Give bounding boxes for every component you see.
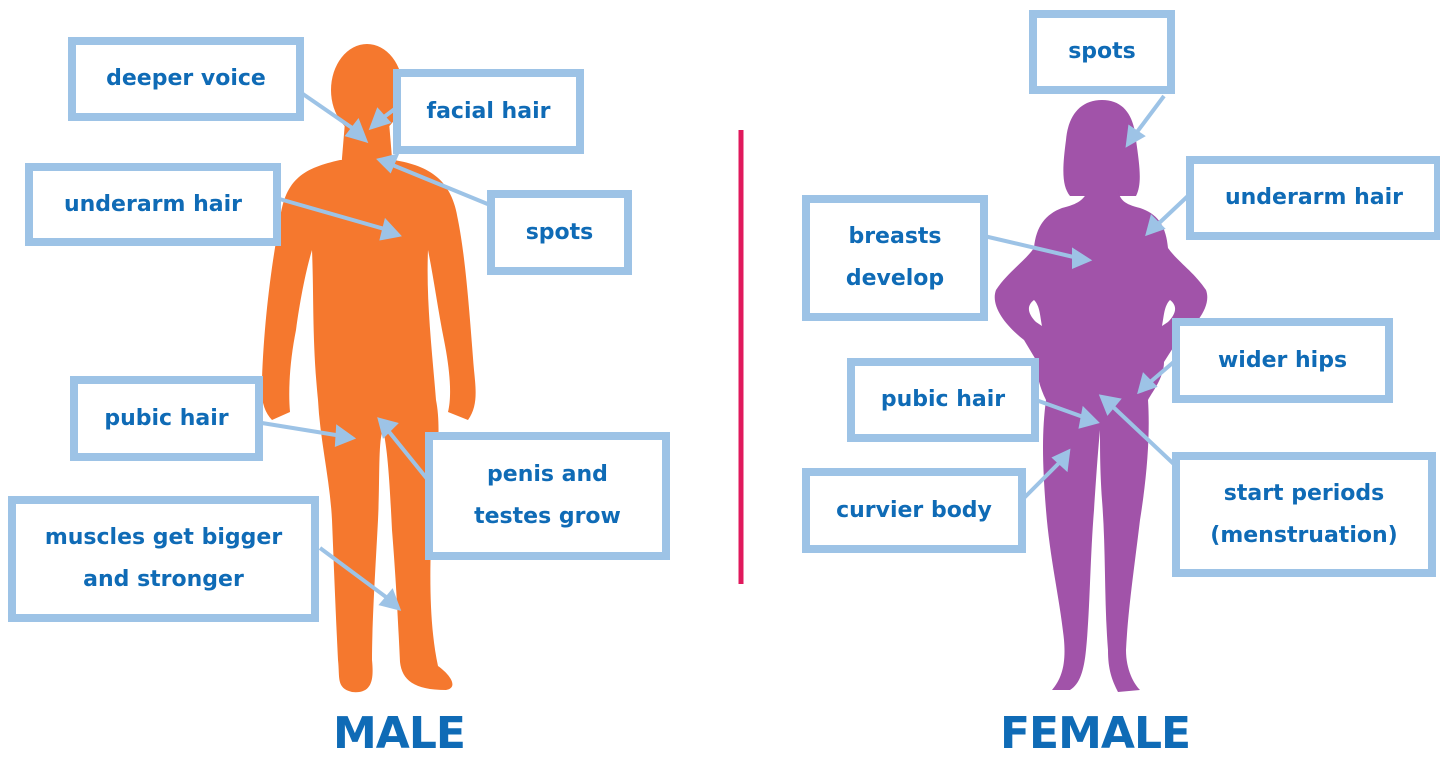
label-wider-hips: wider hips [1172, 318, 1393, 403]
label-wider-hips-text: wider hips [1218, 340, 1347, 382]
label-male-spots-text: spots [526, 212, 594, 254]
arrow-female-spots [1134, 96, 1164, 136]
label-male-underarm-hair: underarm hair [25, 163, 281, 246]
label-female-pubic-hair-text: pubic hair [881, 379, 1005, 421]
label-male-pubic-hair-text: pubic hair [104, 398, 228, 440]
label-breasts-develop-text: breasts develop [846, 216, 944, 300]
arrow-female-underarm [1156, 194, 1190, 226]
label-curvier-body-text: curvier body [836, 490, 992, 532]
label-male-spots: spots [487, 190, 632, 275]
female-head-hair [1063, 100, 1139, 196]
label-deeper-voice: deeper voice [68, 37, 304, 121]
label-female-spots-text: spots [1068, 31, 1136, 73]
label-penis-testes: penis and testes grow [425, 432, 670, 560]
label-facial-hair-text: facial hair [427, 91, 551, 133]
male-title: MALE [333, 708, 465, 759]
label-penis-testes-text: penis and testes grow [474, 454, 621, 538]
label-muscles-text: muscles get bigger and stronger [45, 517, 282, 601]
label-start-periods-text: start periods (menstruation) [1210, 473, 1397, 557]
label-curvier-body: curvier body [802, 468, 1026, 553]
label-facial-hair: facial hair [393, 69, 584, 154]
label-male-underarm-hair-text: underarm hair [64, 184, 242, 226]
label-start-periods: start periods (menstruation) [1172, 452, 1436, 577]
label-breasts-develop: breasts develop [802, 195, 988, 321]
label-female-pubic-hair: pubic hair [847, 358, 1039, 442]
label-female-spots: spots [1029, 10, 1175, 94]
label-male-pubic-hair: pubic hair [70, 376, 263, 461]
label-female-underarm-hair-text: underarm hair [1225, 177, 1403, 219]
label-muscles: muscles get bigger and stronger [8, 496, 319, 622]
label-deeper-voice-text: deeper voice [106, 58, 266, 100]
label-female-underarm-hair: underarm hair [1186, 156, 1440, 240]
female-title: FEMALE [1000, 708, 1190, 759]
